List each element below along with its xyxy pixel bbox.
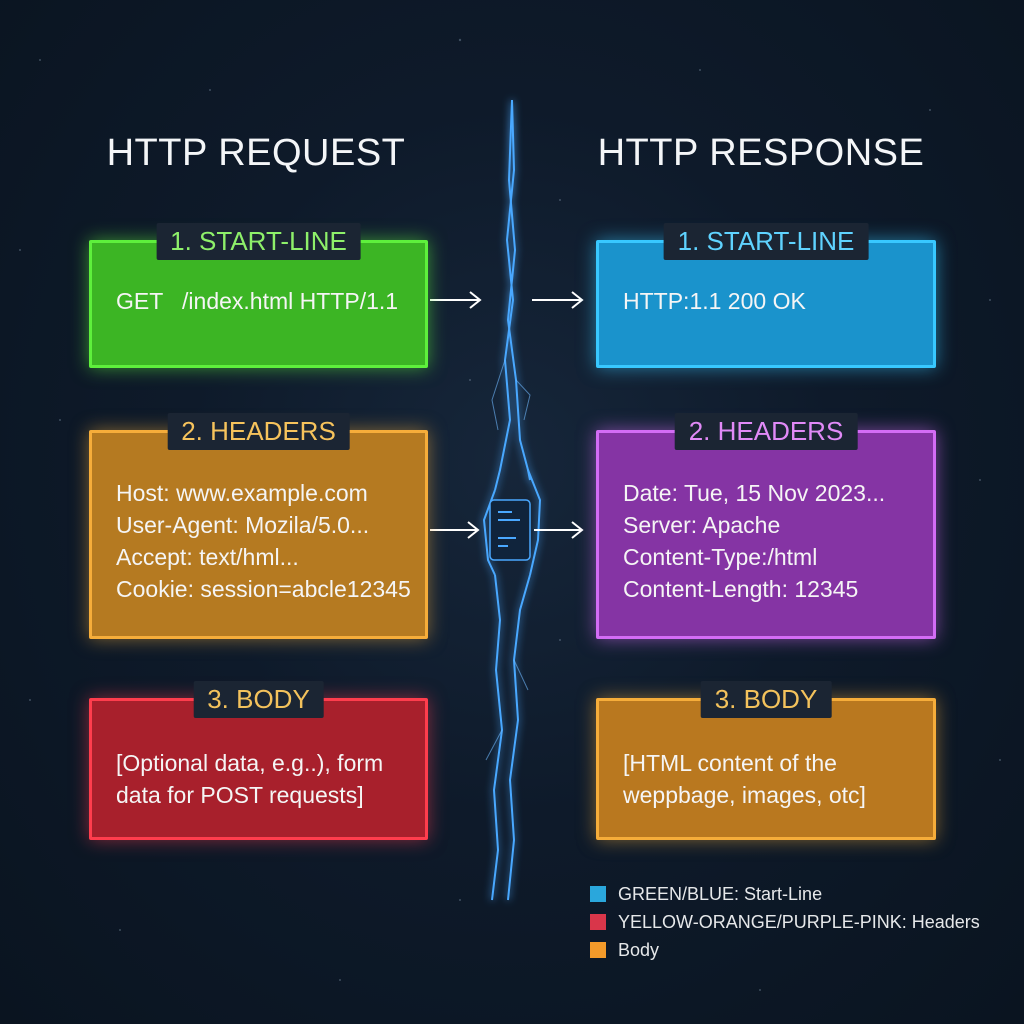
body-line: data for POST requests] [116, 782, 364, 808]
arrow-right-icon [532, 291, 584, 309]
legend-item-start-line: GREEN/BLUE: Start-Line [590, 880, 980, 908]
request-body-label: 3. BODY [193, 681, 324, 718]
header-line: Content-Length: 12345 [623, 576, 859, 602]
header-line: Server: Apache [623, 512, 781, 538]
response-body-text: [HTML content of the weppbage, images, o… [623, 747, 923, 811]
request-start-line-box: 1. START-LINE GET /index.html HTTP/1.1 [89, 223, 428, 368]
body-line: weppbage, images, otc] [623, 782, 866, 808]
legend-swatch [590, 942, 606, 958]
response-start-line-label: 1. START-LINE [663, 223, 869, 260]
response-headers-box: 2. HEADERS Date: Tue, 15 Nov 2023... Ser… [596, 413, 936, 639]
header-line: Accept: text/hml... [116, 544, 299, 570]
header-line: Content-Type:/html [623, 544, 818, 570]
request-body-box: 3. BODY [Optional data, e.g..), form dat… [89, 681, 428, 840]
legend-swatch [590, 914, 606, 930]
arrow-right-icon [430, 291, 482, 309]
request-start-line-label: 1. START-LINE [156, 223, 361, 260]
response-start-line-box: 1. START-LINE HTTP:1.1 200 OK [596, 223, 936, 368]
legend: GREEN/BLUE: Start-Line YELLOW-ORANGE/PUR… [590, 880, 980, 964]
legend-label: Body [618, 939, 660, 960]
request-headers-box: 2. HEADERS Host: www.example.com User-Ag… [89, 413, 428, 639]
request-body-text: [Optional data, e.g..), form data for PO… [116, 747, 415, 811]
header-line: Host: www.example.com [116, 480, 368, 506]
body-line: [HTML content of the [623, 750, 837, 776]
body-line: [Optional data, e.g..), form [116, 750, 384, 776]
response-headers-list: Date: Tue, 15 Nov 2023... Server: Apache… [623, 477, 923, 605]
header-line: Date: Tue, 15 Nov 2023... [623, 480, 886, 506]
response-title: HTTP RESPONSE [597, 132, 925, 174]
header-line: User-Agent: Mozila/5.0... [116, 512, 370, 538]
legend-label: YELLOW-ORANGE/PURPLE-PINK: Headers [618, 911, 980, 932]
legend-swatch [590, 886, 606, 902]
header-line: Cookie: session=abcle12345 [116, 576, 411, 602]
legend-label: GREEN/BLUE: Start-Line [618, 883, 823, 904]
request-start-line-text: GET /index.html HTTP/1.1 [116, 288, 399, 314]
arrow-right-icon [430, 521, 480, 539]
legend-item-headers: YELLOW-ORANGE/PURPLE-PINK: Headers [590, 908, 980, 936]
response-body-label: 3. BODY [700, 681, 832, 718]
request-title: HTTP REQUEST [106, 132, 406, 174]
request-headers-label: 2. HEADERS [167, 413, 350, 450]
legend-item-body: Body [590, 936, 980, 964]
arrow-right-icon [534, 521, 584, 539]
response-headers-label: 2. HEADERS [674, 413, 858, 450]
request-headers-list: Host: www.example.com User-Agent: Mozila… [116, 477, 415, 605]
response-start-line-text: HTTP:1.1 200 OK [623, 288, 806, 314]
response-body-box: 3. BODY [HTML content of the weppbage, i… [596, 681, 936, 840]
